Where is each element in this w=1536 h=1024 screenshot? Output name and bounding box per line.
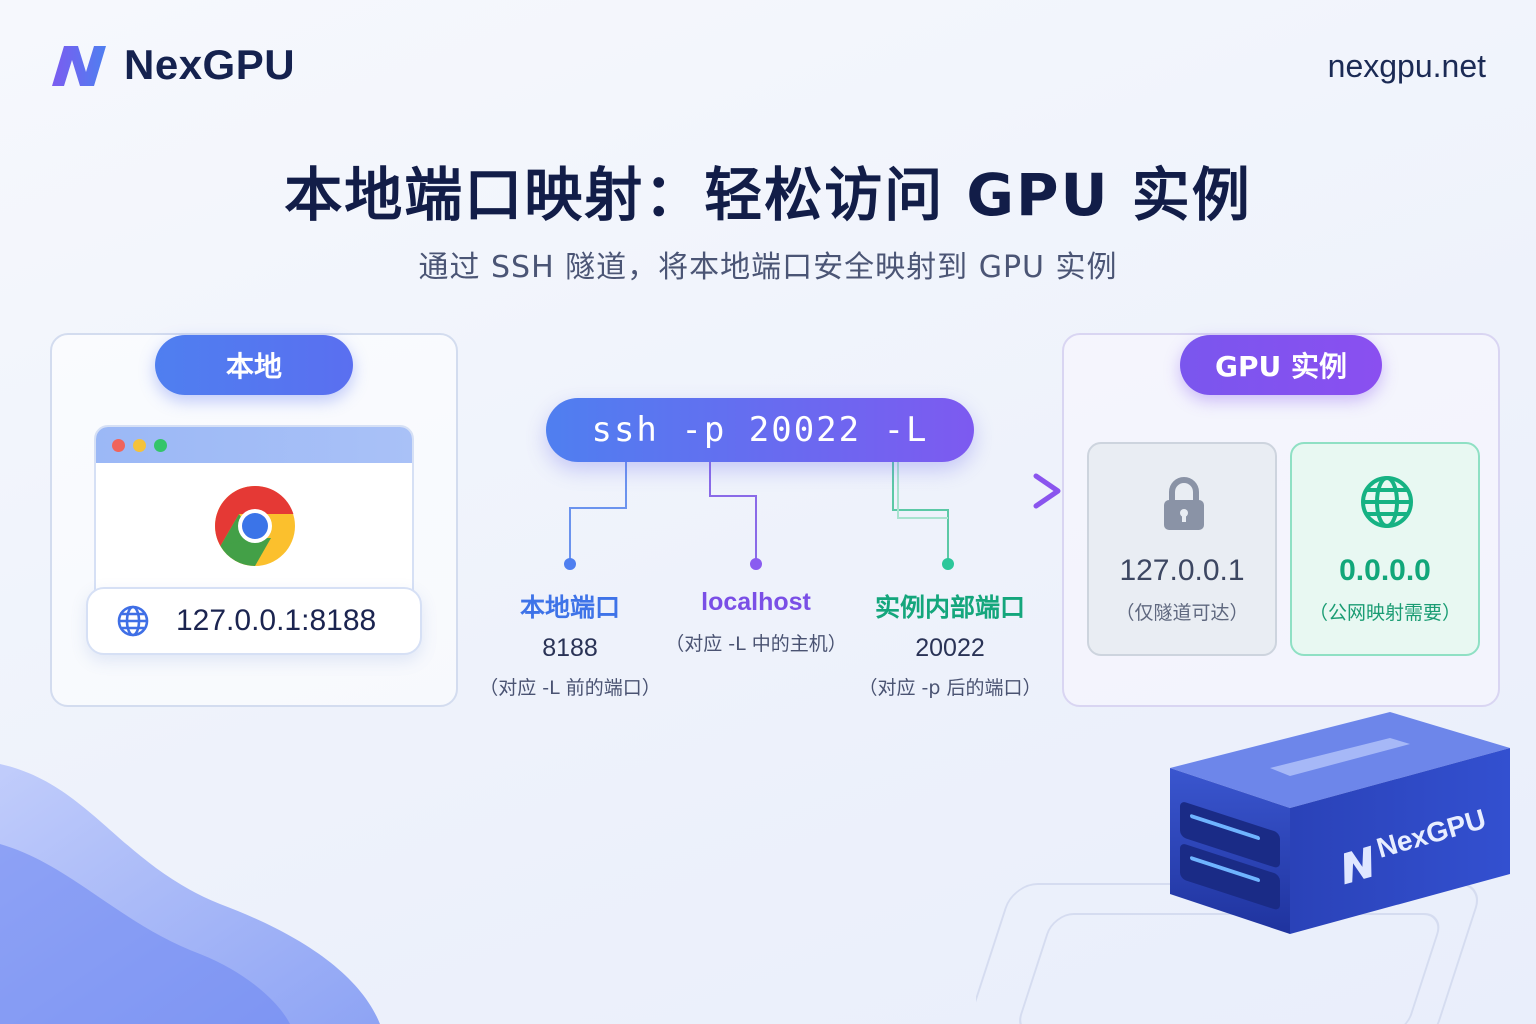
loopback-ip: 127.0.0.1 xyxy=(1119,554,1245,587)
public-note: （公网映射需要） xyxy=(1308,602,1461,624)
server-logo-icon xyxy=(1343,845,1372,885)
loopback-note: （仅隧道可达） xyxy=(1115,602,1249,624)
label-instance-port-head: 实例内部端口 xyxy=(874,593,1025,622)
connector-instance-port xyxy=(892,462,949,564)
label-instance-port: 实例内部端口 20022 （对应 -p 后的端口） xyxy=(850,588,1050,700)
chrome-icon xyxy=(215,485,295,566)
connector-instance-port-dot xyxy=(942,558,954,570)
label-localhost-note: （对应 -L 中的主机） xyxy=(665,633,847,655)
label-localhost-head: localhost xyxy=(701,588,811,616)
label-instance-port-value: 20022 xyxy=(915,634,985,662)
public-ip: 0.0.0.0 xyxy=(1339,554,1431,587)
brand[interactable]: NexGPU xyxy=(48,40,295,90)
ssh-command: ssh -p 20022 -L xyxy=(546,398,974,462)
label-local-port-note: （对应 -L 前的端口） xyxy=(479,677,661,699)
gpu-server-illustration: NexGPU xyxy=(1170,712,1510,934)
connector-localhost xyxy=(709,462,757,564)
background-wave xyxy=(0,764,380,1024)
label-instance-port-note: （对应 -p 后的端口） xyxy=(858,677,1042,699)
n-logo-icon xyxy=(52,46,106,86)
page-title: 本地端口映射：轻松访问 GPU 实例 xyxy=(284,161,1252,229)
minimize-dot xyxy=(133,438,146,452)
connector-local-port xyxy=(569,462,627,564)
globe-icon xyxy=(1361,476,1413,528)
connector-instance-port-b xyxy=(897,462,948,519)
address-bar[interactable]: 127.0.0.1:8188 xyxy=(86,587,422,655)
tunnel-arrow-head xyxy=(1033,473,1061,509)
local-badge: 本地 xyxy=(155,335,353,395)
connector-local-port-dot xyxy=(564,558,576,570)
label-local-port-head: 本地端口 xyxy=(519,593,620,622)
browser-title-bar xyxy=(96,427,412,463)
site-link[interactable]: nexgpu.net xyxy=(1327,48,1486,84)
maximize-dot xyxy=(154,438,167,452)
gpu-badge: GPU 实例 xyxy=(1180,335,1382,395)
connector-localhost-dot xyxy=(750,558,762,570)
brand-name: NexGPU xyxy=(124,41,296,88)
label-local-port-value: 8188 xyxy=(542,634,598,662)
page-subtitle: 通过 SSH 隧道，将本地端口安全映射到 GPU 实例 xyxy=(418,250,1118,285)
public-card: 0.0.0.0 （公网映射需要） xyxy=(1290,442,1480,656)
label-local-port: 本地端口 8188 （对应 -L 前的端口） xyxy=(470,588,670,700)
globe-icon xyxy=(117,605,149,637)
close-dot xyxy=(112,438,125,452)
lock-icon xyxy=(1164,477,1204,530)
loopback-card: 127.0.0.1 （仅隧道可达） xyxy=(1087,442,1277,656)
address-text: 127.0.0.1:8188 xyxy=(176,604,377,637)
label-localhost: localhost （对应 -L 中的主机） xyxy=(656,588,856,656)
